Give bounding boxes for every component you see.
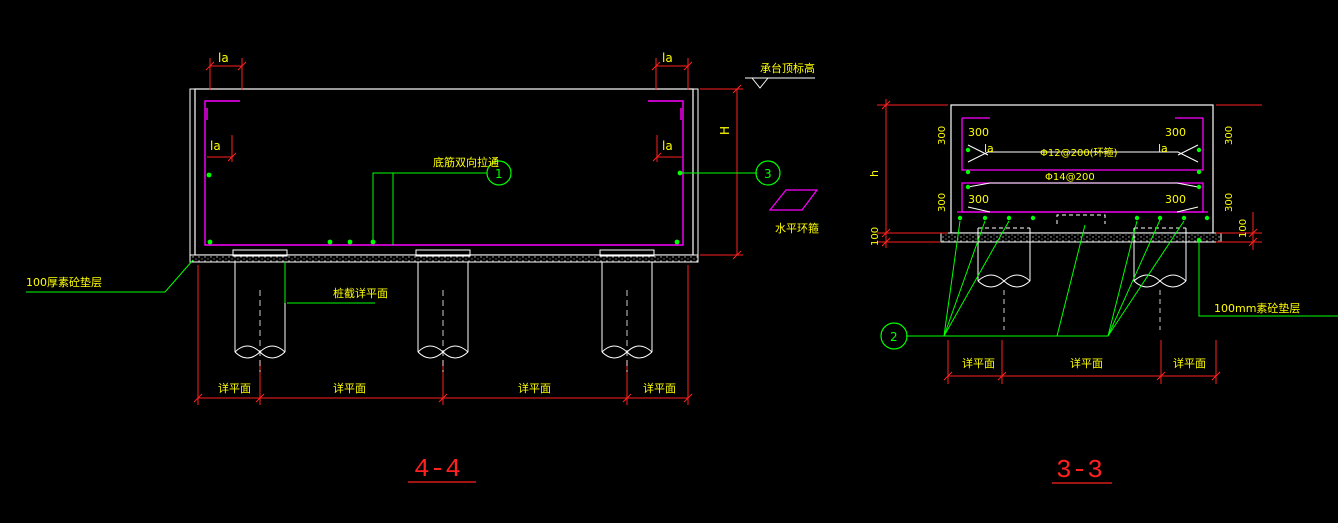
dim-300-left-vert: 300 [937,126,948,145]
dim-300-mr: 300 [1165,193,1186,206]
cap-outline-33 [950,104,1214,234]
dim-100-right: 100 [1238,219,1249,238]
dim-label-4: 详平面 [643,381,676,395]
height-label: H [718,126,732,135]
dim-300-right-vert: 300 [1224,126,1235,145]
la-label-33-right: la [1158,142,1168,155]
rebar-mid-note: Φ14@200 [1045,172,1095,183]
rebar-cage [204,100,684,246]
la-label-33-left: la [984,142,994,155]
callout-1-circle [486,160,512,186]
hoop-symbol [768,189,819,211]
elevation-mark [745,77,815,89]
callout-3-circle [755,160,781,186]
dimensions [193,58,743,405]
dim-300-tl: 300 [968,126,989,139]
pile-cap-note: 桩截详平面 [333,286,388,300]
cushion-note-33: 100mm素砼垫层 [1214,301,1300,315]
pile-cap-outline [194,88,694,256]
dim-label-1: 详平面 [218,381,251,395]
la-label-inner-right: la [662,139,673,153]
dim-label-33-1: 详平面 [962,356,995,370]
section-4-4: la la la la 承台顶标高 H 底筋双向拉通 1 3 水平环箍 100厚… [26,51,819,484]
dim-100-left: 100 [870,227,881,246]
hoop-note: 水平环箍 [775,221,819,235]
cushion-layer [189,254,699,263]
rebar-top-note: Φ12@200(环箍) [1040,146,1118,159]
dim-label-33-3: 详平面 [1173,356,1206,370]
leaders [26,172,757,304]
la-label-inner-left: la [210,139,221,153]
dim-label-2: 详平面 [333,381,366,395]
dim-300-right-vert-2: 300 [1224,193,1235,212]
piles [232,249,655,359]
h-label: h [868,170,881,177]
callout-3-number: 3 [764,167,772,181]
cushion-note: 100厚素砼垫层 [26,275,102,289]
bottom-bar-note: 底筋双向拉通 [433,155,499,169]
dim-label-3: 详平面 [518,381,551,395]
dimensions-33 [877,99,1262,384]
section-title-3-3: 3-3 [1056,455,1103,485]
callout-1-number: 1 [495,167,503,181]
dim-300-tr: 300 [1165,126,1186,139]
callout-2-number: 2 [890,330,898,344]
rebar-dots [206,170,683,245]
dim-label-33-2: 详平面 [1070,356,1103,370]
dim-300-left-vert-2: 300 [937,193,948,212]
la-label-top-right: la [662,51,673,65]
section-title-4-4: 4-4 [414,454,461,484]
la-label-top-left: la [218,51,229,65]
section-3-3: h 300 300 300 300 300 300 300 300 100 10… [868,99,1338,485]
top-elevation-label: 承台顶标高 [760,61,815,75]
dim-300-ml: 300 [968,193,989,206]
leaders-33 [906,219,1338,337]
callout-2-circle [880,322,908,350]
